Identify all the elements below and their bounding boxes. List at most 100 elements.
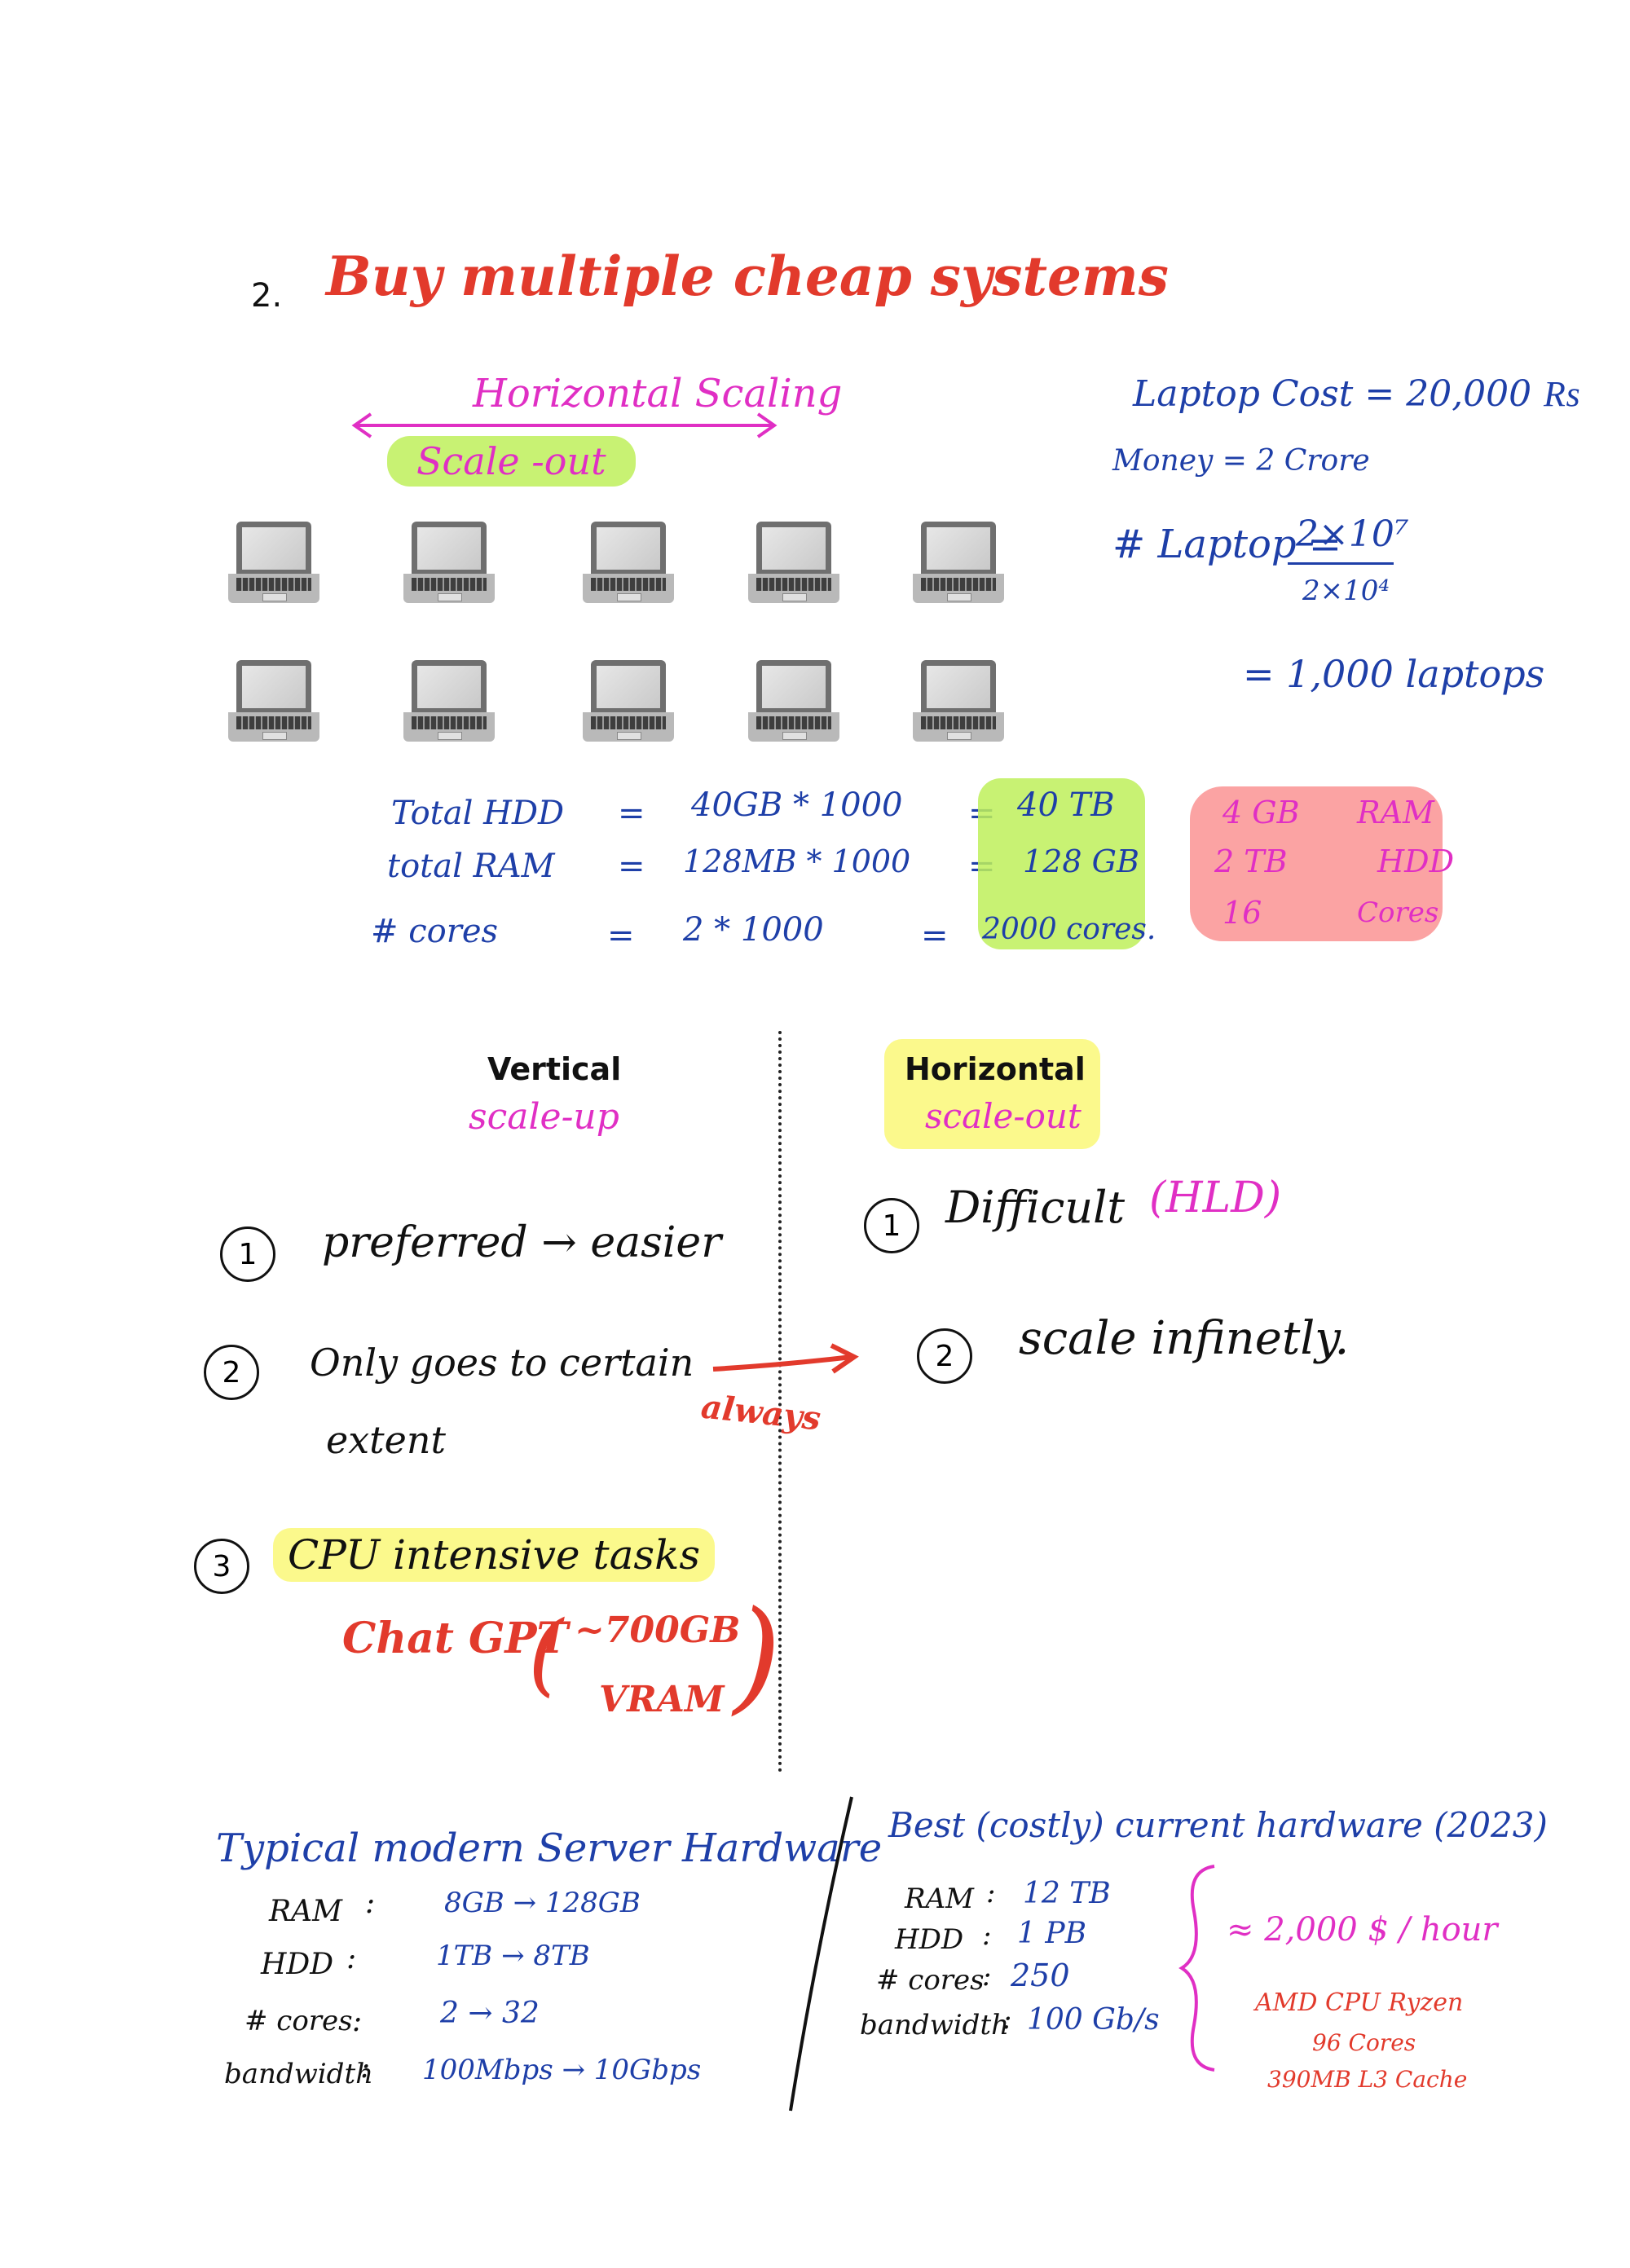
typical-hw-label: bandwidth — [224, 2058, 373, 2090]
best-hw-value: 12 TB — [1023, 1877, 1111, 1910]
totals-result-highlight — [978, 778, 1145, 949]
typical-hw-value: 8GB → 128GB — [444, 1887, 641, 1919]
item-number-circle: 1 — [864, 1198, 919, 1253]
page-title: Buy multiple cheap systems — [326, 244, 1169, 308]
item-number: 2. — [251, 277, 283, 315]
typical-hw-title: Typical modern Server Hardware — [216, 1825, 883, 1871]
single-value: 16 — [1222, 895, 1262, 931]
laptop-count-label: # Laptop = — [1112, 522, 1342, 567]
laptop-icon — [583, 660, 674, 745]
fraction-line — [1288, 562, 1394, 565]
laptop-icon — [583, 522, 674, 606]
best-hw-price: ≈ 2,000 $ / hour — [1227, 1911, 1498, 1949]
vertical-item: 2 — [204, 1345, 259, 1400]
total-expr: 40GB * 1000 — [691, 786, 903, 824]
best-hw-value: 100 Gb/s — [1027, 2003, 1160, 2037]
cpu-line: 390MB L3 Cache — [1267, 2066, 1468, 2093]
best-hw-label: bandwidth — [860, 2009, 1009, 2041]
total-eq2: = — [921, 917, 949, 954]
typical-hw-value: 1TB → 8TB — [436, 1940, 590, 1972]
arrow-double-icon — [351, 412, 778, 438]
horizontal-heading: Horizontal — [905, 1051, 1086, 1087]
total-eq: = — [618, 848, 645, 885]
scaling-subtitle: Scale -out — [387, 436, 636, 487]
laptop-icon — [913, 522, 1004, 606]
best-hw-label: HDD — [895, 1923, 964, 1956]
vertical-item: 1 — [220, 1226, 275, 1282]
cpu-line: AMD CPU Ryzen — [1255, 1988, 1464, 2017]
best-hw-colon: : — [982, 1919, 992, 1952]
total-eq: = — [607, 917, 635, 954]
single-value: 2 TB — [1214, 843, 1288, 879]
vertical-item-text: preferred → easier — [322, 1218, 722, 1267]
total-expr: 128MB * 1000 — [683, 843, 911, 879]
brace-icon — [1178, 1865, 1215, 2072]
chatgpt-memory: ~700GB — [575, 1610, 741, 1651]
chatgpt-vram: VRAM — [599, 1679, 725, 1720]
vertical-item-text: CPU intensive tasks — [273, 1528, 716, 1582]
laptop-icon — [228, 522, 319, 606]
horizontal-item: 2 — [917, 1328, 972, 1384]
best-hw-title: Best (costly) current hardware (2023) — [888, 1805, 1548, 1845]
total-eq: = — [618, 795, 645, 832]
scaling-title: Horizontal Scaling — [473, 371, 843, 416]
single-unit: RAM — [1357, 795, 1434, 830]
best-hw-label: # cores — [876, 1964, 985, 1997]
bottom-separator — [789, 1796, 853, 2112]
typical-hw-colon: : — [360, 2051, 371, 2085]
typical-hw-label: HDD — [261, 1948, 334, 1981]
horizontal-item-text: scale infinetly. — [1019, 1312, 1350, 1365]
item-number-circle: 2 — [204, 1345, 259, 1400]
laptop-cost: Laptop Cost = 20,000 ₨ — [1133, 373, 1581, 415]
laptop-icon — [228, 660, 319, 745]
best-hw-value: 1 PB — [1017, 1917, 1087, 1950]
best-hw-colon: : — [986, 1877, 996, 1909]
laptop-icon — [748, 522, 839, 606]
column-divider — [778, 1031, 782, 1773]
vertical-item: 3 — [194, 1539, 249, 1594]
chatgpt-label: Chat GPT — [342, 1614, 569, 1663]
typical-hw-colon: : — [352, 2005, 363, 2038]
total-expr: 2 * 1000 — [683, 911, 824, 949]
horizontal-item: 1 — [864, 1198, 919, 1253]
vertical-heading: Vertical — [487, 1051, 622, 1087]
fraction-numerator: 2×10⁷ — [1296, 513, 1409, 555]
typical-hw-label: # cores — [244, 2005, 353, 2037]
best-hw-colon: : — [982, 1960, 992, 1993]
money: Money = 2 Crore — [1112, 444, 1370, 478]
total-label: # cores — [371, 913, 499, 950]
vertical-sub: scale-up — [469, 1096, 619, 1138]
typical-hw-label: RAM — [269, 1895, 342, 1928]
best-hw-label: RAM — [905, 1883, 974, 1915]
total-label: total RAM — [387, 848, 555, 885]
item-number-circle: 3 — [194, 1539, 249, 1594]
arrow-right-icon — [712, 1343, 859, 1374]
single-system-box — [1190, 786, 1443, 941]
typical-hw-value: 100Mbps → 10Gbps — [422, 2054, 702, 2086]
single-value: 4 GB — [1222, 795, 1300, 830]
note-always: always — [698, 1387, 823, 1438]
vertical-item-text-2: extent — [326, 1418, 446, 1462]
laptop-icon — [403, 522, 495, 606]
laptop-icon — [403, 660, 495, 745]
single-unit: Cores — [1357, 896, 1439, 929]
item-number-circle: 1 — [220, 1226, 275, 1282]
best-hw-value: 250 — [1011, 1958, 1070, 1993]
horizontal-sub: scale-out — [925, 1096, 1082, 1136]
typical-hw-colon: : — [346, 1942, 357, 1975]
laptop-icon — [748, 660, 839, 745]
cpu-line: 96 Cores — [1312, 2029, 1416, 2056]
horizontal-heading-highlight — [884, 1039, 1100, 1149]
laptop-result: = 1,000 laptops — [1243, 652, 1545, 696]
horizontal-item-note: (HLD) — [1149, 1174, 1282, 1222]
total-result: 128 GB — [1023, 843, 1139, 879]
vertical-item-text: Only goes to certain — [310, 1341, 694, 1385]
paren-close: ) — [734, 1585, 782, 1727]
typical-hw-value: 2 → 32 — [440, 1997, 540, 2030]
typical-hw-colon: : — [365, 1887, 376, 1920]
horizontal-item-text: Difficult — [945, 1182, 1126, 1233]
item-number-circle: 2 — [917, 1328, 972, 1384]
laptop-icon — [913, 660, 1004, 745]
best-hw-colon: : — [1002, 2003, 1012, 2036]
single-unit: HDD — [1377, 843, 1455, 879]
